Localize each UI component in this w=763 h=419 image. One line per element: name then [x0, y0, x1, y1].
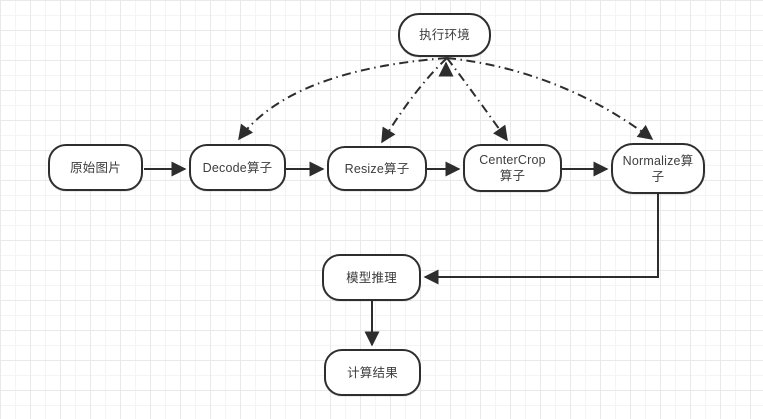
- node-compute-result[interactable]: 计算结果: [324, 349, 421, 396]
- node-label: Decode算子: [202, 160, 273, 175]
- node-resize-operator[interactable]: Resize算子: [327, 146, 427, 191]
- node-label: 计算结果: [347, 365, 398, 380]
- node-model-inference[interactable]: 模型推理: [322, 254, 421, 301]
- node-normalize-operator[interactable]: Normalize算子: [611, 143, 705, 194]
- edge-execution-env-to-centercrop[interactable]: [446, 57, 508, 142]
- node-label: Resize算子: [344, 161, 410, 176]
- node-label: 执行环境: [419, 28, 470, 42]
- edge-execution-env-to-decode[interactable]: [238, 57, 448, 141]
- edge-normalize-to-model-inference[interactable]: [423, 194, 659, 285]
- node-execution-environment[interactable]: 执行环境: [398, 13, 491, 57]
- node-label: Normalize算子: [622, 153, 694, 184]
- edge-execution-env-to-resize[interactable]: [381, 57, 448, 144]
- node-label: 原始图片: [70, 160, 121, 175]
- node-label: CenterCrop算子: [479, 153, 546, 183]
- node-centercrop-operator[interactable]: CenterCrop算子: [463, 144, 562, 192]
- edge-execution-env-to-normalize[interactable]: [446, 57, 654, 140]
- node-decode-operator[interactable]: Decode算子: [189, 144, 286, 191]
- node-original-image[interactable]: 原始图片: [48, 144, 143, 191]
- node-label: 模型推理: [346, 270, 397, 285]
